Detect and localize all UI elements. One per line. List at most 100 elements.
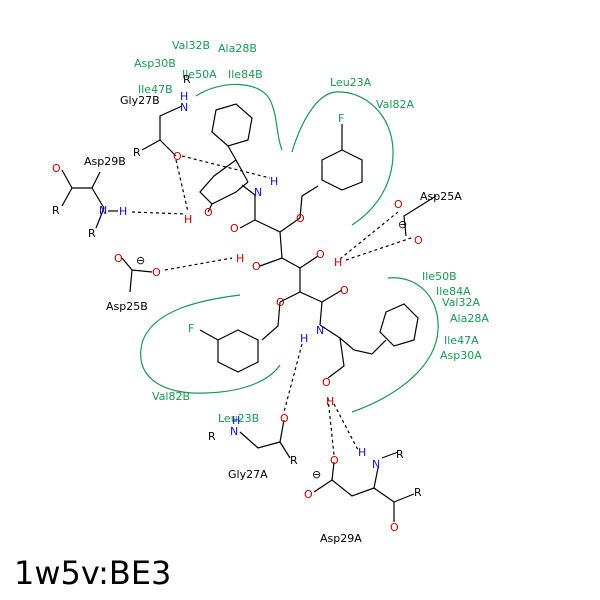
atom-label: O	[52, 162, 61, 175]
bond-line	[227, 145, 237, 161]
bond-line	[373, 487, 415, 503]
bond-line	[319, 301, 323, 326]
arc-val82b	[140, 294, 281, 394]
arc-ile84b	[195, 83, 283, 151]
label-val82b: Val82B	[152, 390, 190, 403]
atom-label: H	[270, 175, 278, 188]
bond-line	[279, 291, 301, 303]
bond-line	[61, 171, 101, 207]
atom-label: H	[232, 414, 240, 427]
atom-label: H	[300, 332, 308, 345]
bond-line	[299, 185, 319, 219]
label-asp25a: Asp25A	[420, 190, 462, 203]
atom-label: O	[414, 234, 423, 247]
atom-label: O	[114, 252, 123, 265]
bond-line	[241, 184, 256, 196]
bond-line	[199, 329, 219, 341]
atom-label: ⊖	[312, 468, 321, 481]
lower-benzene	[379, 303, 419, 347]
bond-line	[261, 301, 281, 341]
label-ile47b: Ile47B	[138, 83, 173, 96]
upper-benzene	[211, 103, 253, 147]
atom-label: ⊖	[398, 218, 407, 231]
atom-label: H	[358, 446, 366, 459]
atom-label: N	[316, 324, 324, 337]
atom-label: O	[173, 150, 182, 163]
arc-leu23a	[291, 91, 394, 226]
bond-line	[121, 257, 133, 293]
label-leu23b: Leu23B	[218, 412, 259, 425]
hbond-4	[164, 257, 233, 271]
bond-line	[419, 195, 437, 207]
atom-label: O	[152, 266, 161, 279]
label-asp30a: Asp30A	[440, 349, 482, 362]
label-asp29b: Asp29B	[84, 155, 126, 168]
label-ile47a: Ile47A	[444, 334, 479, 347]
atom-label: F	[338, 112, 344, 125]
hbond-2	[175, 159, 189, 213]
hbond-3	[131, 211, 186, 215]
atom-label: H	[119, 205, 127, 218]
residue-labels: Gly27B Asp29B Asp25B Asp25A Gly27A Asp29…	[84, 94, 462, 545]
atom-label: R	[396, 448, 404, 461]
bond-line	[259, 257, 283, 267]
atom-label: N	[372, 458, 380, 471]
bond-line	[199, 159, 249, 205]
bond-line	[239, 431, 291, 459]
label-ile84b: Ile84B	[228, 68, 263, 81]
bonds	[61, 103, 437, 522]
atom-label: R	[133, 146, 141, 159]
hydrogen-bonds	[131, 155, 415, 456]
bond-line	[381, 451, 399, 459]
hydrophobic-labels: Val32B Ala28B Asp30B Ile50A Ile84B Ile47…	[134, 39, 489, 425]
label-ala28b: Ala28B	[218, 42, 257, 55]
label-leu23a: Leu23A	[330, 76, 372, 89]
atom-label: O	[204, 206, 213, 219]
atom-label: N	[99, 204, 107, 217]
atom-label: H	[236, 252, 244, 265]
label-ile84a: Ile84A	[436, 285, 471, 298]
bond-line	[91, 187, 105, 229]
label-val82a: Val82A	[376, 98, 414, 111]
label-val32b: Val32B	[172, 39, 210, 52]
bond-line	[403, 205, 421, 237]
atom-label: H	[180, 90, 188, 103]
atom-label: O	[252, 260, 261, 273]
atom-label: O	[316, 248, 325, 261]
hbond-7	[283, 343, 303, 413]
atom-label: R	[88, 227, 96, 240]
bond-line	[279, 419, 285, 443]
atom-label: H	[184, 213, 192, 226]
arc-ile50b	[351, 277, 439, 413]
bond-line	[339, 337, 387, 355]
bond-line	[239, 219, 256, 229]
label-gly27b: Gly27B	[120, 94, 160, 107]
bond-line	[141, 105, 183, 151]
atom-label: F	[188, 322, 194, 335]
atom-label: O	[330, 454, 339, 467]
atom-label: R	[183, 73, 191, 86]
bond-line	[61, 169, 73, 189]
label-ile50b: Ile50B	[422, 270, 457, 283]
bond-line	[131, 269, 153, 273]
label-asp29a: Asp29A	[320, 532, 362, 545]
label-asp30b: Asp30B	[134, 57, 176, 70]
atom-label: R	[290, 454, 298, 467]
bond-line	[319, 324, 345, 379]
bond-line	[299, 255, 319, 269]
bond-line	[159, 139, 177, 157]
atom-label: O	[280, 412, 289, 425]
label-gly27a: Gly27A	[228, 468, 268, 481]
hbond-6	[345, 236, 415, 261]
ligand-title: 1w5v:BE3	[14, 554, 171, 592]
atom-label: O	[340, 284, 349, 297]
atom-label: R	[52, 204, 60, 217]
atom-labels: R H N R O O R N H R O H N H O O F O H O …	[52, 73, 423, 534]
atom-label: R	[414, 486, 422, 499]
atom-label: O	[230, 222, 239, 235]
bond-line	[207, 203, 213, 213]
hbond-9	[333, 403, 359, 451]
upper-fluorobenzene	[321, 149, 363, 191]
